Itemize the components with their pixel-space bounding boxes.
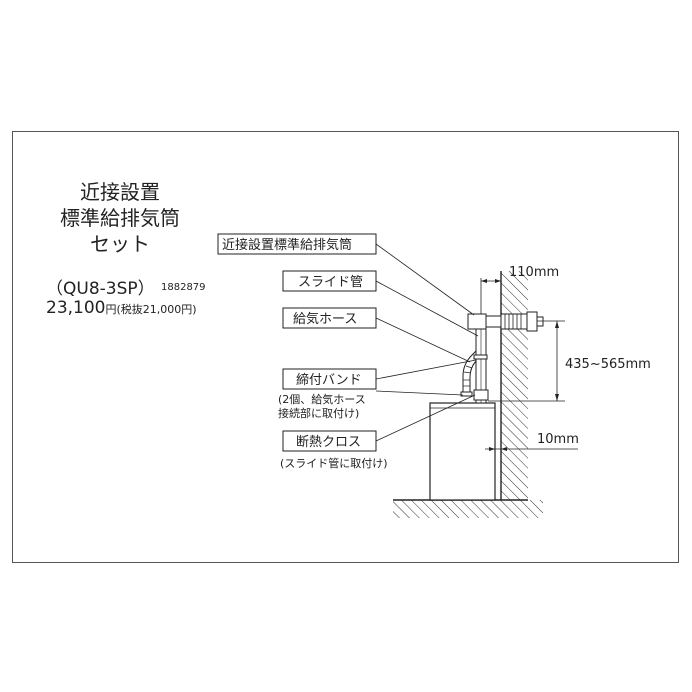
insulation-cloth <box>473 389 489 401</box>
callout-insulation: 断熱クロス <box>296 435 361 450</box>
clamp-band-upper <box>473 354 488 360</box>
dim-110-label: 110mm <box>509 265 559 280</box>
product-title-line-3: セット <box>90 232 150 256</box>
callout-exhaust-pipe: 近接設置標準給排気筒 <box>222 237 352 253</box>
outer-cap-tip <box>536 316 544 327</box>
callout-band-note-2: 接続部に取付け) <box>278 406 359 420</box>
dim-gap-label: 10mm <box>537 432 579 447</box>
price-value: 23,100 <box>46 298 106 318</box>
heater-unit <box>429 402 496 501</box>
wall <box>501 271 528 500</box>
callout-band-note-1: (2個、給気ホース <box>278 392 366 406</box>
callout-intake-hose: 給気ホース <box>293 311 357 327</box>
callout-band: 締付バンド <box>296 372 362 388</box>
price-unit: 円 <box>105 303 117 316</box>
price: 23,100円(税抜21,000円) <box>46 298 197 318</box>
callout-insulation-note: (スライド管に取付け) <box>280 456 388 470</box>
exhaust-pipe-elbow <box>467 313 487 330</box>
clamp-band-lower <box>460 391 473 397</box>
product-code: 1882879 <box>161 282 206 293</box>
product-title-line-1: 近接設置 <box>80 180 160 204</box>
outer-cap <box>526 311 538 332</box>
dim-height-label: 435~565mm <box>565 357 651 372</box>
price-tax-note: (税抜21,000円) <box>116 303 197 316</box>
product-title-line-2: 標準給排気筒 <box>60 206 180 230</box>
callout-slide-pipe: スライド管 <box>298 275 363 290</box>
diagram-frame <box>12 131 679 563</box>
floor <box>393 500 543 518</box>
model-number: （QU8-3SP） <box>46 279 155 299</box>
